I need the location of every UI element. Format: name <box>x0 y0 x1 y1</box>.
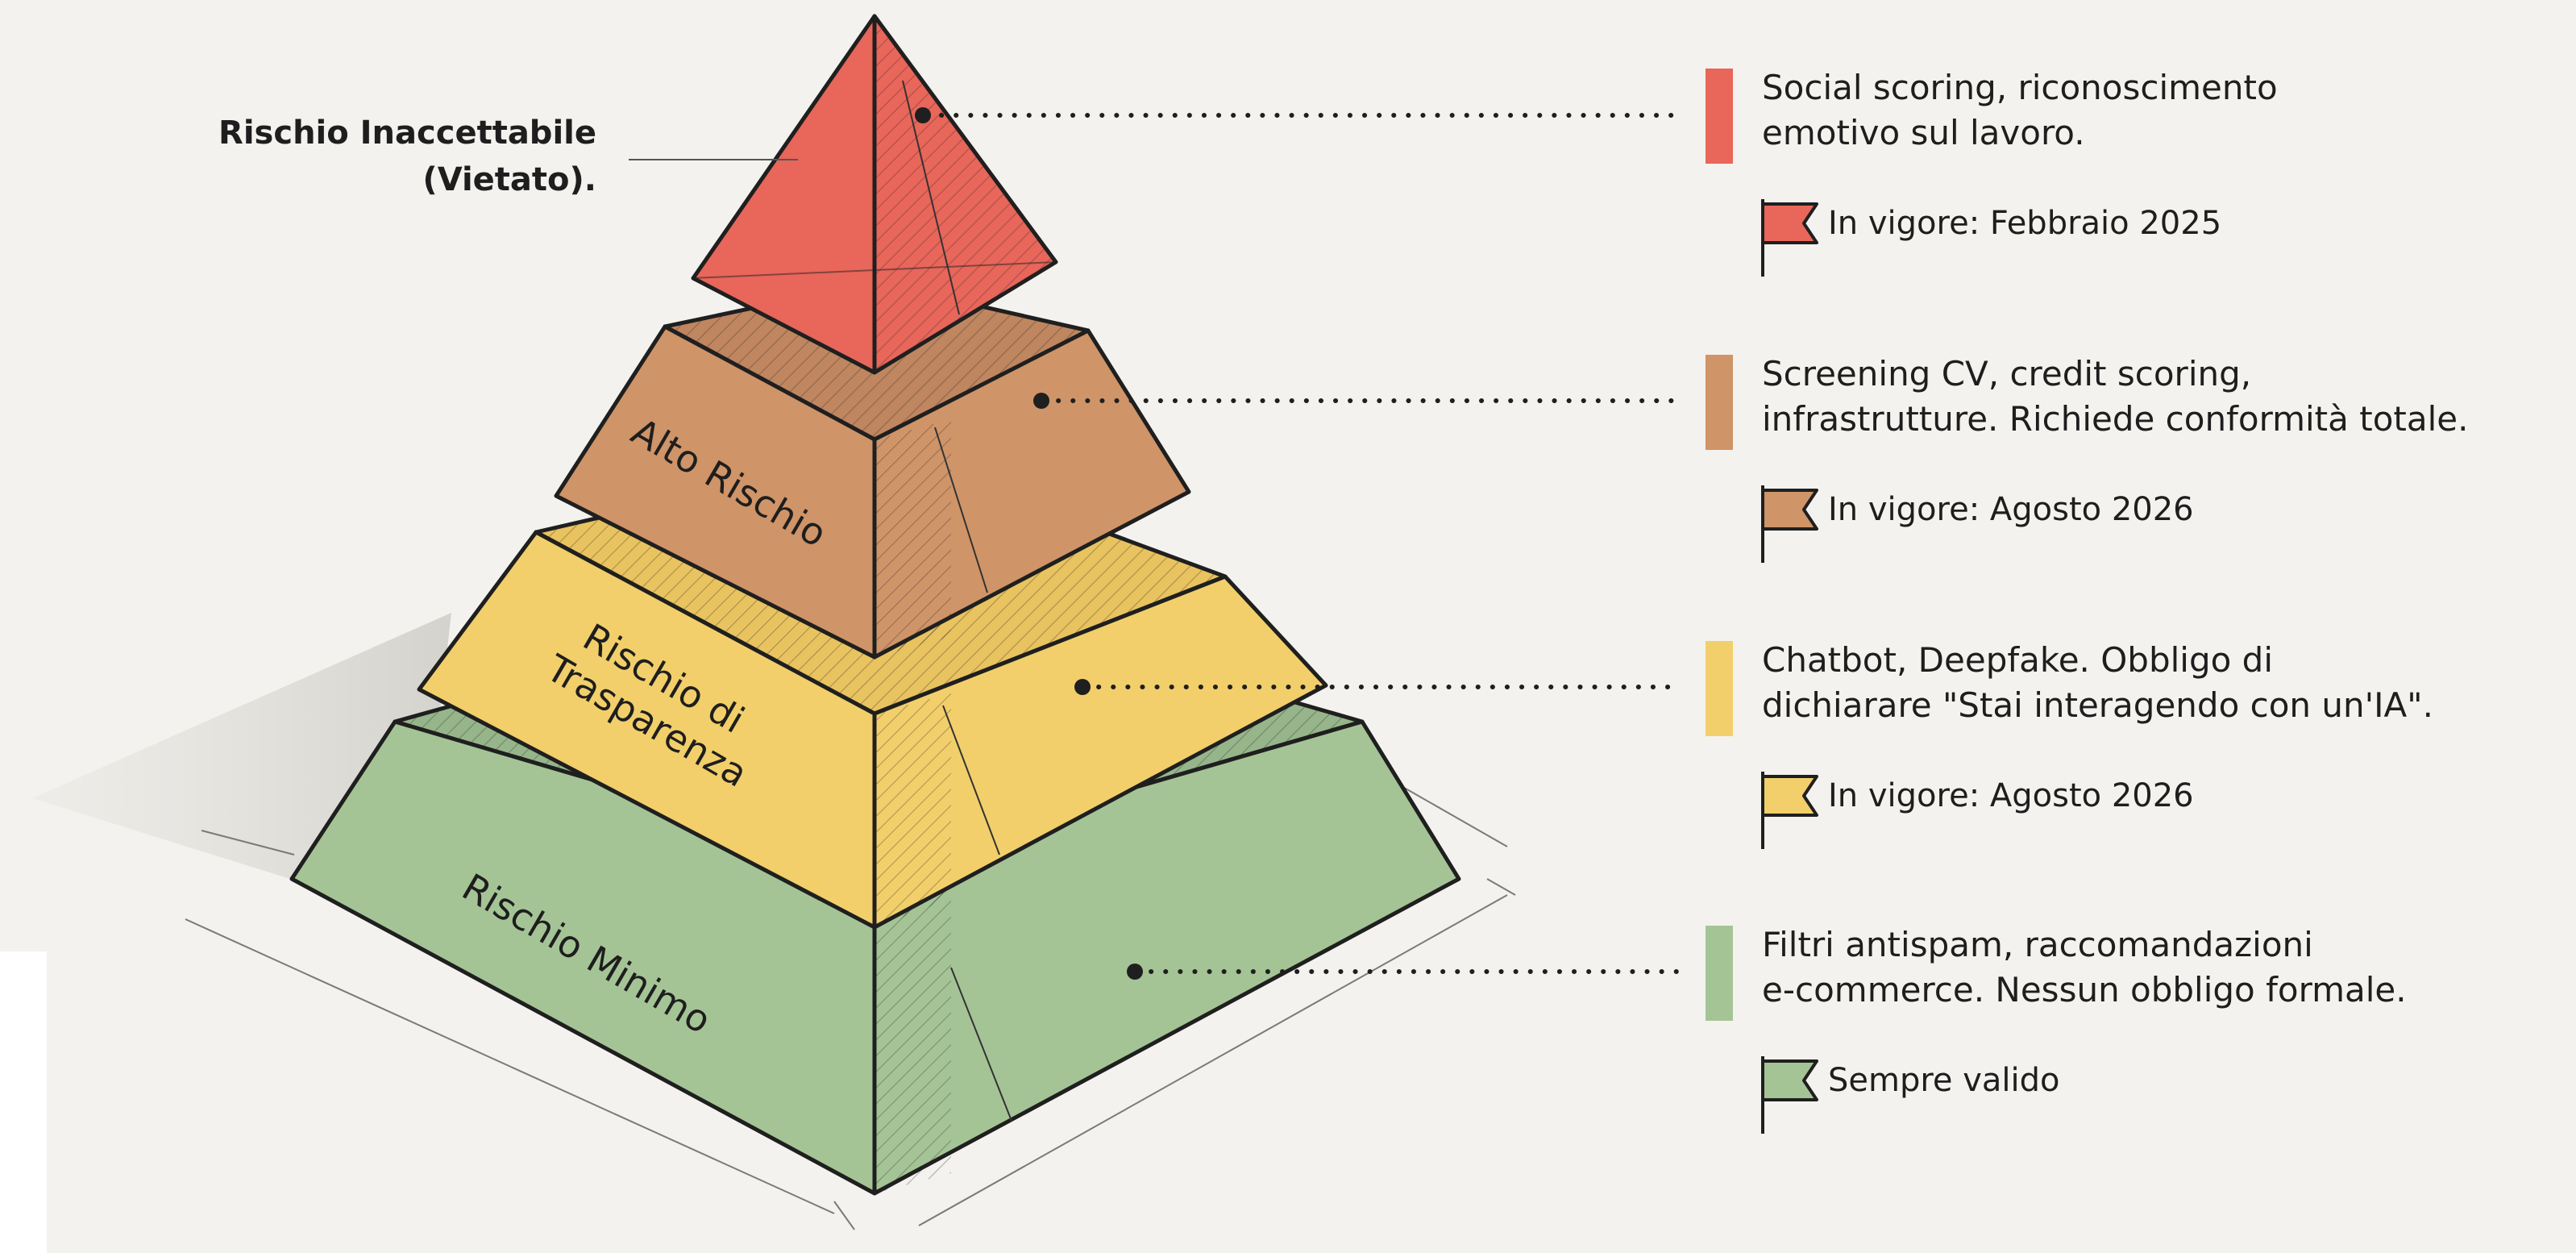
description-minimo: Filtri antispam, raccomandazioni e-comme… <box>1762 922 2407 1013</box>
date-text: In vigore: Agosto 2026 <box>1828 491 2194 528</box>
description-line: infrastrutture. Richiede conformità tota… <box>1762 399 2469 439</box>
white-corner-patch <box>0 951 47 1253</box>
color-bar-inaccettabile <box>1706 69 1733 164</box>
date-text: In vigore: Agosto 2026 <box>1828 777 2194 814</box>
color-bar-alto <box>1706 355 1733 450</box>
dotted-leaders <box>924 113 1679 974</box>
tier-inaccettabile <box>691 14 1058 375</box>
description-alto: Screening CV, credit scoring, infrastrut… <box>1762 352 2468 442</box>
tier-alto <box>554 280 1191 660</box>
apex-label-line2: (Vietato). <box>422 161 596 198</box>
leader-dots <box>915 107 1143 980</box>
description-line: dichiarare "Stai interagendo con un'IA". <box>1762 685 2433 725</box>
color-bar-minimo <box>1706 926 1733 1021</box>
description-line: e-commerce. Nessun obbligo formale. <box>1762 970 2407 1009</box>
apex-label-line1: Rischio Inaccettabile <box>218 114 596 152</box>
flag-icon <box>1761 1056 1818 1134</box>
date-text: In vigore: Febbraio 2025 <box>1828 205 2222 242</box>
date-text: Sempre valido <box>1828 1062 2060 1099</box>
description-line: Chatbot, Deepfake. Obbligo di <box>1762 640 2273 680</box>
flag-icon <box>1761 199 1818 277</box>
color-bar-trasparenza <box>1706 641 1733 736</box>
description-line: Social scoring, riconoscimento <box>1762 68 2278 107</box>
flag-icon <box>1761 485 1818 563</box>
description-trasparenza: Chatbot, Deepfake. Obbligo di dichiarare… <box>1762 638 2433 728</box>
dimension-lines <box>185 781 1516 1230</box>
description-line: emotivo sul lavoro. <box>1762 113 2085 152</box>
description-inaccettabile: Social scoring, riconoscimento emotivo s… <box>1762 65 2278 156</box>
apex-label: Rischio Inaccettabile (Vietato). <box>218 110 596 203</box>
flag-icon <box>1761 772 1818 849</box>
slope-indicators <box>902 80 1012 1122</box>
description-line: Filtri antispam, raccomandazioni <box>1762 925 2313 964</box>
description-line: Screening CV, credit scoring, <box>1762 354 2252 393</box>
